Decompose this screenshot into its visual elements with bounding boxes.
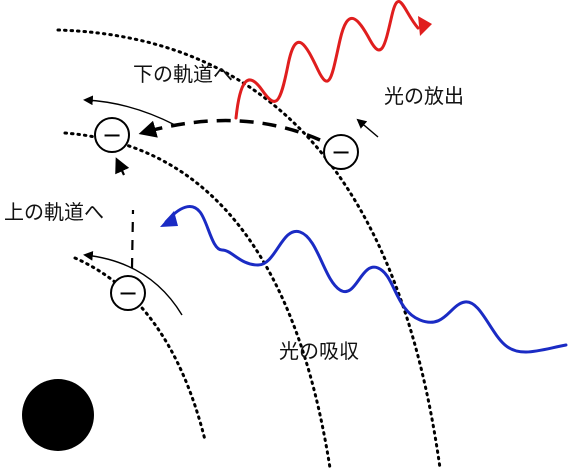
label-light-absorption: 光の吸収 [279,339,359,363]
orbit-outer [56,28,442,470]
motion-arrow-emit-side [356,118,379,138]
electron-middle-orbit: − [94,117,130,153]
label-light-emission: 光の放出 [384,84,464,108]
nucleus [22,379,94,451]
label-to-lower-orbit: 下の軌道へ [133,62,233,86]
absorbed-light-wave [164,205,568,354]
transition-arrow-up [115,157,130,176]
orbit-inner [73,256,207,442]
motion-arrow-middle [83,95,176,126]
transition-path-up [130,209,135,269]
label-to-upper-orbit: 上の軌道へ [4,200,104,224]
electron-inner-orbit: − [110,275,146,311]
emitted-light-arrowhead [418,16,432,36]
emitted-light-wave [234,0,420,120]
electron-outer-orbit: − [323,134,359,170]
electron-minus: − [102,121,122,149]
electron-minus: − [118,279,138,307]
motion-arrow-lower [83,250,183,316]
absorbed-light-arrowhead [160,211,178,227]
electron-minus: − [331,138,351,166]
